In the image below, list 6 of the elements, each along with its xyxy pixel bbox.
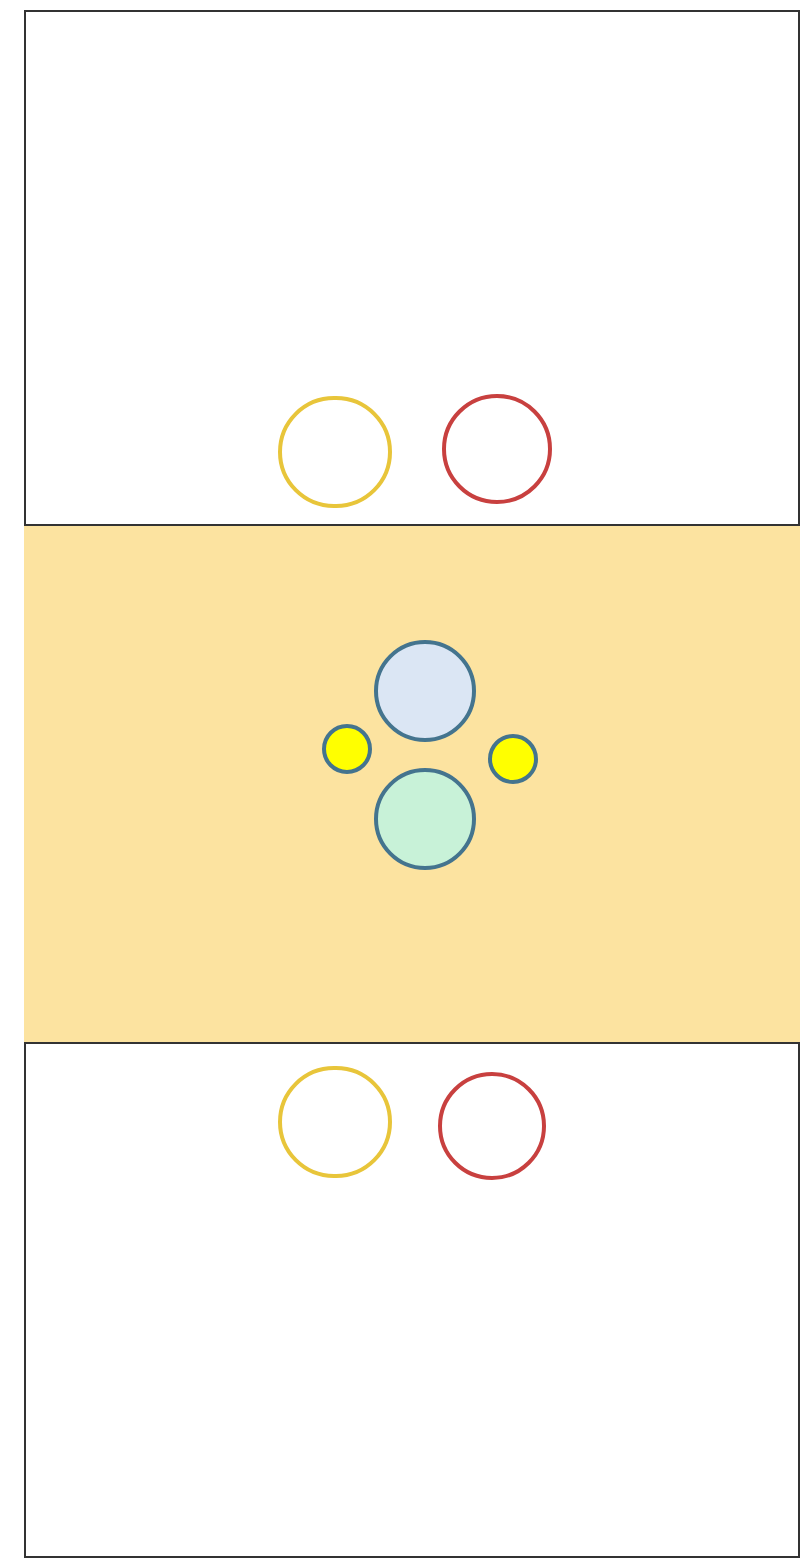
ring bbox=[442, 394, 552, 504]
court-band bbox=[24, 524, 800, 1044]
page-frame bbox=[24, 10, 800, 1558]
ring bbox=[278, 1066, 392, 1178]
ring bbox=[438, 1072, 546, 1180]
ring bbox=[278, 396, 392, 508]
